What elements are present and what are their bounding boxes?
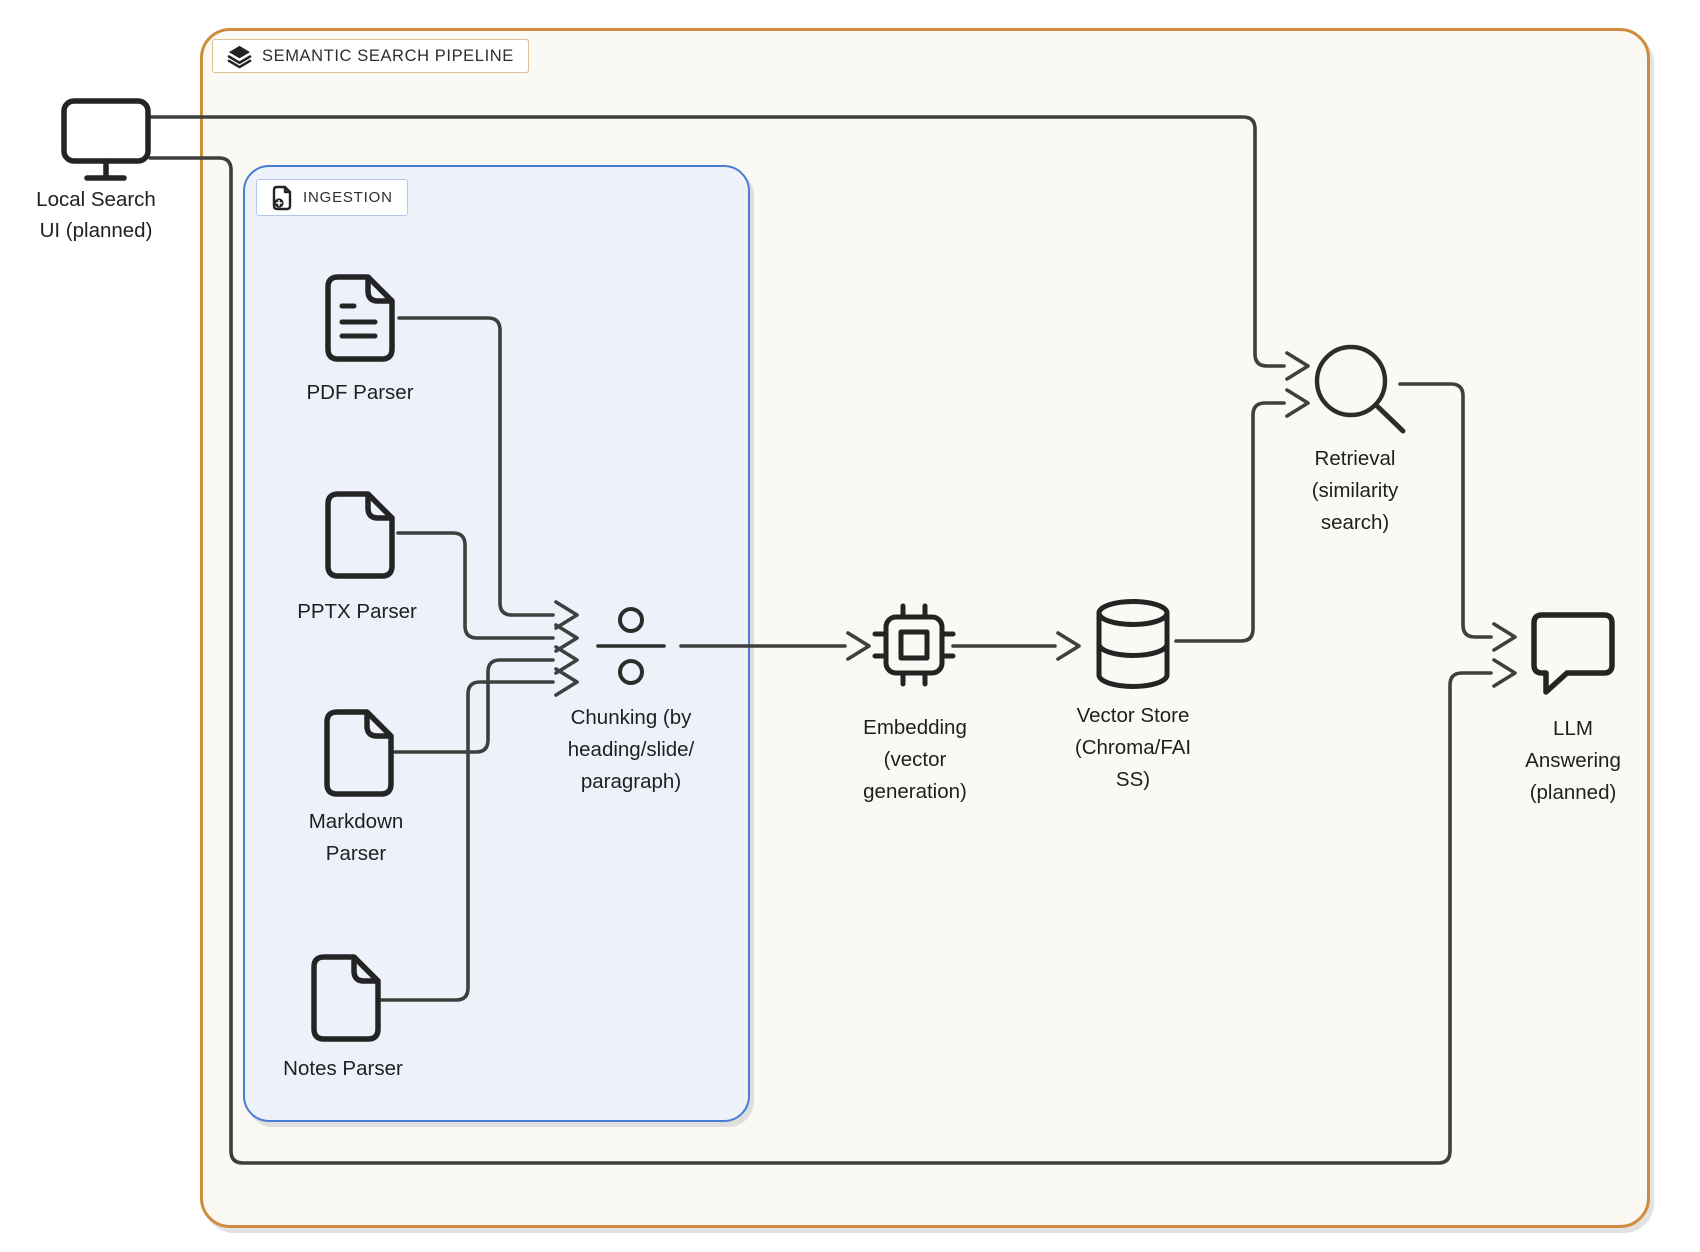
divide-icon bbox=[596, 607, 666, 685]
arrowhead bbox=[1492, 658, 1517, 688]
file-icon bbox=[324, 709, 394, 797]
arrowhead bbox=[1056, 631, 1081, 661]
edge-ui-to-retrieval bbox=[148, 115, 1286, 368]
notes-parser-label: Notes Parser bbox=[283, 1057, 403, 1080]
ingestion-label: INGESTION bbox=[303, 189, 393, 206]
edge-pptx-to-chunking bbox=[396, 531, 555, 640]
layers-icon bbox=[227, 45, 252, 68]
database-icon bbox=[1096, 599, 1170, 689]
edge-vectorstore-to-retrieval bbox=[1174, 401, 1286, 643]
file-icon bbox=[311, 954, 381, 1042]
arrowhead bbox=[1492, 622, 1517, 652]
chip-icon bbox=[872, 603, 956, 687]
pdf-parser-label: PDF Parser bbox=[306, 381, 414, 404]
edge-retrieval-to-llm bbox=[1398, 382, 1493, 639]
edge-ui-to-llm bbox=[148, 156, 1493, 1165]
vector-store-label: Vector Store (Chroma/FAI SS) bbox=[1074, 704, 1192, 791]
search-icon bbox=[1314, 344, 1406, 434]
pipeline-title-badge: SEMANTIC SEARCH PIPELINE bbox=[212, 39, 529, 73]
arrowhead bbox=[1285, 351, 1310, 381]
monitor-icon bbox=[61, 98, 151, 181]
file-plus-icon bbox=[272, 185, 292, 210]
markdown-parser-label: Markdown Parser bbox=[308, 810, 404, 865]
local-search-ui-label: Local Search UI (planned) bbox=[36, 188, 156, 242]
arrowhead bbox=[554, 645, 579, 675]
embedding-label: Embedding (vector generation) bbox=[863, 716, 967, 803]
arrowhead bbox=[554, 600, 579, 630]
pipeline-title: SEMANTIC SEARCH PIPELINE bbox=[262, 46, 514, 65]
chunking-label: Chunking (by heading/slide/ paragraph) bbox=[567, 706, 695, 793]
llm-answering-label: LLM Answering (planned) bbox=[1525, 717, 1621, 804]
arrowhead bbox=[1285, 388, 1310, 418]
edge-notes-to-chunking bbox=[379, 680, 555, 1002]
edge-markdown-to-chunking bbox=[393, 658, 555, 754]
ingestion-badge: INGESTION bbox=[256, 179, 408, 216]
file-icon bbox=[325, 491, 395, 579]
chat-icon bbox=[1531, 612, 1615, 695]
pptx-parser-label: PPTX Parser bbox=[297, 600, 417, 623]
file-text-icon bbox=[325, 274, 395, 362]
retrieval-label: Retrieval (similarity search) bbox=[1311, 447, 1399, 534]
arrowhead bbox=[554, 667, 579, 697]
arrowhead bbox=[846, 631, 871, 661]
arrowhead bbox=[554, 623, 579, 653]
edge-pdf-to-chunking bbox=[397, 316, 555, 617]
